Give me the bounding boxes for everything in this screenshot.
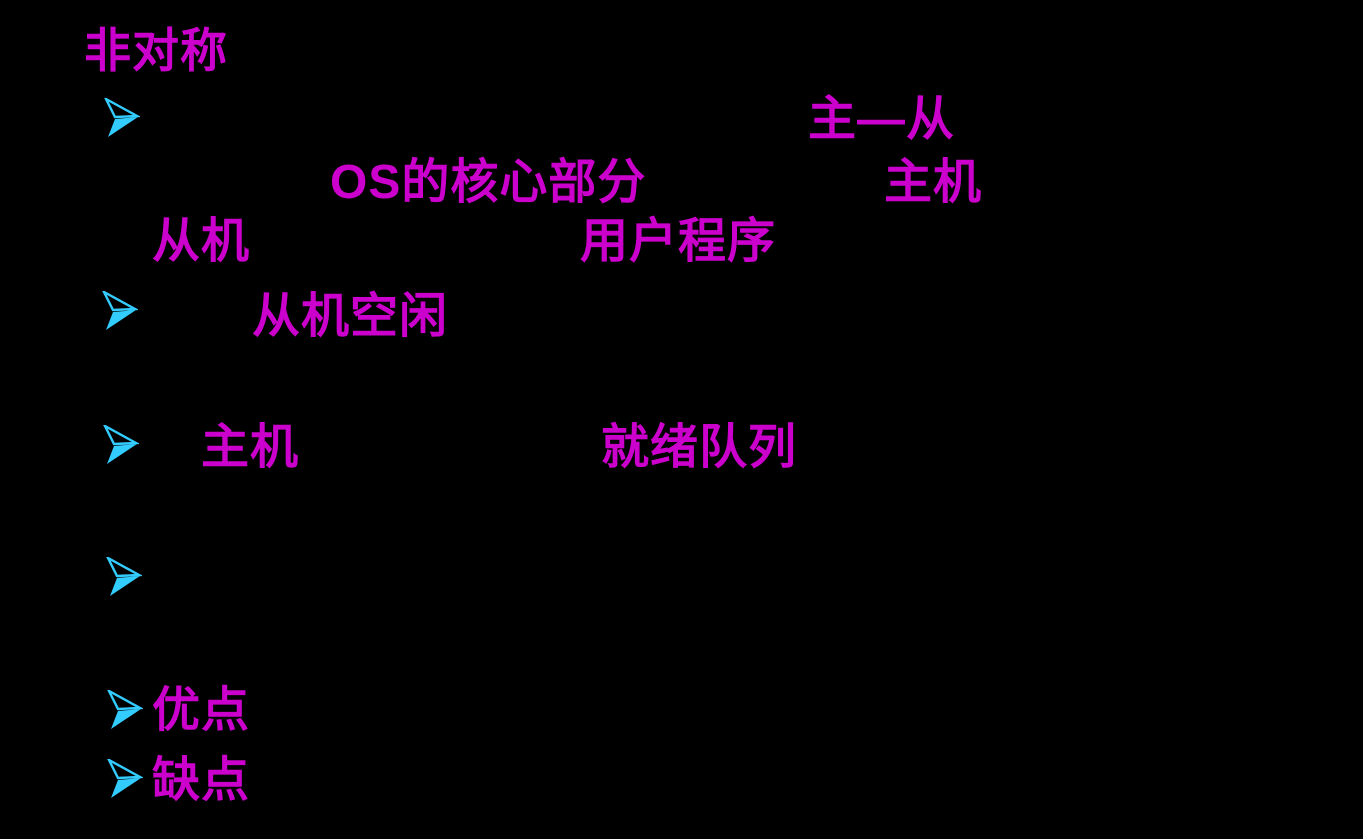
text-master-host: 主机 <box>884 156 983 209</box>
text-master-slave: 主—从 <box>808 93 956 146</box>
text-disadvantages: 缺点 <box>152 754 251 807</box>
text-user-program: 用户程序 <box>580 215 777 268</box>
arrowhead-bullet-icon <box>106 557 142 596</box>
arrowhead-bullet-icon <box>104 98 140 137</box>
text-slave-machine: 从机 <box>152 215 251 268</box>
arrowhead-bullet-icon <box>107 690 143 729</box>
slide-title: 非对称 <box>84 24 228 77</box>
text-slave-idle: 从机空闲 <box>252 290 449 343</box>
text-advantages: 优点 <box>152 684 251 737</box>
text-host: 主机 <box>201 421 300 474</box>
text-os-core-part: OS的核心部分 <box>330 156 647 209</box>
text-ready-queue: 就绪队列 <box>601 421 798 474</box>
arrowhead-bullet-icon <box>103 425 139 464</box>
arrowhead-bullet-icon <box>107 759 143 798</box>
arrowhead-bullet-icon <box>102 291 138 330</box>
